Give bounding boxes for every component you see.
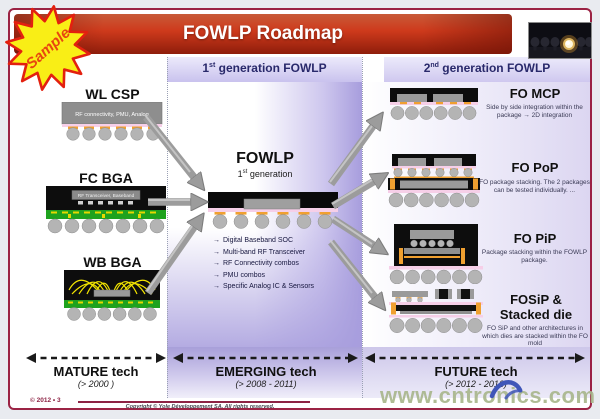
wlcsp-package-diagram: RF connectivity, PMU, Analog xyxy=(61,102,163,141)
timeline-future-label: FUTURE tech xyxy=(434,364,518,379)
arrow-bullet-icon: → xyxy=(213,260,220,267)
list-item: →PMU combos xyxy=(213,271,266,279)
wlcsp-balls xyxy=(66,127,160,141)
list-item: →RF Connectivity combos xyxy=(213,260,299,267)
arrow-bullet-icon: → xyxy=(213,283,220,290)
page-title: FOWLP Roadmap xyxy=(182,23,344,44)
wlcsp-chip-label: RF connectivity, PMU, Analog xyxy=(75,112,149,118)
timeline-emerging-range: (> 2008 - 2011) xyxy=(235,379,297,389)
fcbga-traces xyxy=(51,211,156,218)
column-divider-right xyxy=(362,57,363,398)
arrow-bullet-icon: → xyxy=(213,237,220,244)
fopip-desc: Package stacking within the FOWLP packag… xyxy=(481,249,588,264)
timeline-future-range: (> 2012 - 2016) xyxy=(445,379,507,389)
fopop-package-diagram xyxy=(388,154,480,208)
fowlp-balls xyxy=(212,214,333,229)
timeline-mature-range: (> 2000 ) xyxy=(77,379,115,389)
timeline-mature-label: MATURE tech xyxy=(53,364,139,379)
fopip-inner-balls xyxy=(410,239,454,248)
watermark-swoosh-icon xyxy=(489,380,523,400)
fosip-label: FOSiP & Stacked die xyxy=(499,292,573,322)
title-bar: FOWLP Roadmap xyxy=(14,14,512,54)
fowlp-package-diagram xyxy=(208,192,338,229)
page-ref: © 2012 • 3 xyxy=(30,397,61,404)
fopop-interposer-balls xyxy=(393,168,473,177)
list-item: →Multi-band RF Transceiver xyxy=(213,248,306,256)
wbbga-wires xyxy=(68,279,156,295)
copyright-text: Copyright © Yole Développement SA. All r… xyxy=(125,404,275,410)
wbbga-balls xyxy=(67,307,157,321)
copyright-divider xyxy=(78,401,310,403)
fopip-package-diagram xyxy=(389,224,483,284)
list-item: →Specific Analog IC & Sensors xyxy=(213,283,315,290)
wbbga-label: WB BGA xyxy=(83,254,142,270)
fowlp-title: FOWLP xyxy=(236,150,294,167)
sample-burst-icon: Sample xyxy=(5,5,91,91)
fowlp-subtitle: 1st generation xyxy=(237,169,293,179)
fopop-label: FO PoP xyxy=(511,160,559,175)
fomcp-label: FO MCP xyxy=(509,86,561,101)
gen1-header-band xyxy=(167,57,362,82)
fomcp-package-diagram xyxy=(390,88,478,120)
lightbulbs-photo xyxy=(528,22,592,59)
fcbga-package-diagram: RF Transceiver, Baseband xyxy=(46,186,166,234)
fowlp-pads xyxy=(214,212,331,215)
dark-bulbs xyxy=(530,37,591,51)
fopip-label: FO PiP xyxy=(513,231,557,246)
fopop-desc: FO package stacking. The 2 packages can … xyxy=(479,179,590,194)
timeline-emerging-label: EMERGING tech xyxy=(215,364,317,379)
wlcsp-label: WL CSP xyxy=(85,86,140,102)
fomcp-desc: Side by side integration within the pack… xyxy=(486,104,583,119)
list-item: →Digital Baseband SOC xyxy=(213,237,294,244)
lit-bulb-icon xyxy=(560,35,578,53)
gen1-header: 1st generation FOWLP xyxy=(202,61,327,75)
fopop-balls xyxy=(388,192,480,208)
fopip-balls xyxy=(389,269,483,284)
fcbga-label: FC BGA xyxy=(79,170,133,186)
fcbga-chip-label: RF Transceiver, Baseband xyxy=(78,193,135,199)
fosip-balls xyxy=(389,318,483,333)
gen2-header: 2nd generation FOWLP xyxy=(423,61,551,75)
fosip-passives xyxy=(435,289,474,299)
fomcp-balls xyxy=(390,106,477,120)
fowlp-bullet-list: →Digital Baseband SOC →Multi-band RF Tra… xyxy=(213,235,345,293)
gen2-header-band xyxy=(384,57,590,82)
wbbga-package-diagram xyxy=(64,270,160,321)
wbbga-traces xyxy=(68,301,153,304)
fopop-pads xyxy=(394,168,474,179)
fcbga-bumps xyxy=(78,201,133,205)
watermark-text: www.cntronics.com xyxy=(380,383,596,408)
fomcp-pads xyxy=(400,102,471,105)
fcbga-balls xyxy=(47,218,165,234)
arrow-bullet-icon: → xyxy=(213,248,220,256)
fosip-desc: FO SiP and other architectures in which … xyxy=(482,325,588,348)
fosip-package-diagram xyxy=(389,289,483,333)
arrow-bullet-icon: → xyxy=(213,271,220,279)
fosip-top-balls xyxy=(395,297,423,303)
